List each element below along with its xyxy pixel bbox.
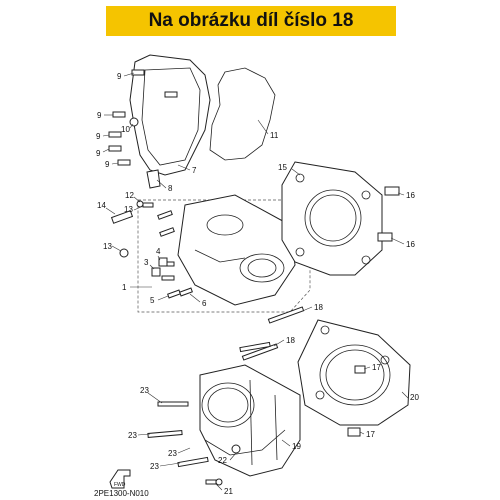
callout-10: 10 <box>121 125 130 134</box>
callout-23: 23 <box>140 386 149 395</box>
callout-12: 12 <box>125 191 134 200</box>
callout-3: 3 <box>144 258 149 267</box>
part-3 <box>151 267 161 277</box>
cylinder-head-cover <box>129 54 211 176</box>
bolt-set-9 <box>108 69 178 166</box>
callout-20: 20 <box>410 393 419 402</box>
callout-9: 9 <box>96 149 101 158</box>
head-gasket <box>281 161 383 276</box>
callout-19: 19 <box>292 442 301 451</box>
bolt-22 <box>231 444 241 454</box>
callout-11: 11 <box>270 131 279 140</box>
dowel-17-lower <box>347 427 361 437</box>
part-4 <box>158 257 168 267</box>
callout-23: 23 <box>150 462 159 471</box>
callout-21: 21 <box>224 487 233 496</box>
callout-6: 6 <box>202 299 207 308</box>
callout-18: 18 <box>314 303 323 312</box>
spark-plug <box>110 210 134 224</box>
washer-10 <box>129 117 139 127</box>
callout-17: 17 <box>372 363 381 372</box>
cylinder-gasket <box>297 319 411 426</box>
callout-9: 9 <box>97 111 102 120</box>
bolt-set-23 <box>147 341 271 468</box>
callout-16: 16 <box>406 191 415 200</box>
callout-8: 8 <box>168 184 173 193</box>
callout-13: 13 <box>103 242 112 251</box>
fwd-arrow: FWD <box>109 469 131 489</box>
callout-13: 13 <box>124 205 133 214</box>
dowel-17-upper <box>354 365 366 374</box>
callout-16: 16 <box>406 240 415 249</box>
diagram-code: 2PE1300-N010 <box>94 489 149 498</box>
dowel-pin-lower <box>377 232 393 242</box>
bolt-21 <box>205 479 217 485</box>
washer-21 <box>215 478 223 486</box>
callout-9: 9 <box>117 72 122 81</box>
callout-22: 22 <box>218 456 227 465</box>
callout-labels: 9 9 9 9 9 10 11 7 8 12 13 14 13 3 4 1 5 … <box>96 72 419 496</box>
callout-15: 15 <box>278 163 287 172</box>
callout-1: 1 <box>122 283 127 292</box>
callout-9: 9 <box>105 160 110 169</box>
dowel-pin-upper <box>384 186 400 196</box>
callout-23: 23 <box>168 449 177 458</box>
callout-23: 23 <box>128 431 137 440</box>
svg-text:FWD: FWD <box>114 482 126 488</box>
callout-5: 5 <box>150 296 155 305</box>
callout-4: 4 <box>156 247 161 256</box>
banner-text: Na obrázku díl číslo 18 <box>148 10 354 31</box>
callout-9: 9 <box>96 132 101 141</box>
callout-18: 18 <box>286 336 295 345</box>
nut-13 <box>119 248 129 258</box>
callout-7: 7 <box>192 166 197 175</box>
callout-17: 17 <box>366 430 375 439</box>
callout-14: 14 <box>97 201 106 210</box>
bolt-12 <box>142 202 154 208</box>
bracket <box>146 169 161 189</box>
cover-gasket <box>209 67 276 161</box>
stud-bolts-18 <box>241 306 305 361</box>
head-studs <box>157 210 193 299</box>
leader-lines <box>102 72 409 491</box>
part-number-banner: Na obrázku díl číslo 18 <box>106 6 396 36</box>
